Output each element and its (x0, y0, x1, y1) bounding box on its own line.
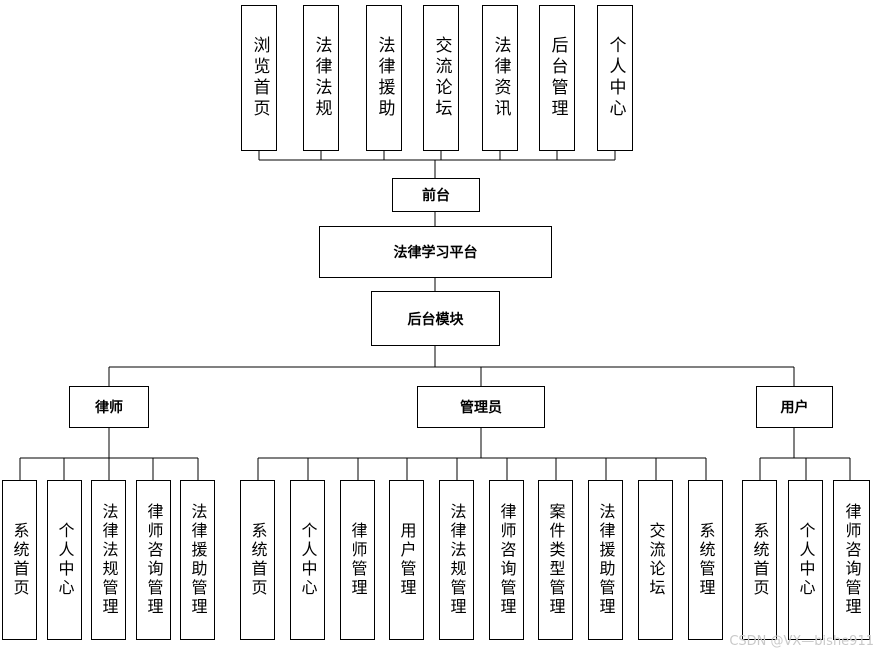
admin-module-label: 案件类型管理 (546, 503, 566, 617)
admin-module-lawyer-mgmt: 律师管理 (340, 480, 375, 640)
lawyer-module-aid-mgmt: 法律援助管理 (180, 480, 215, 640)
lawyer-module-label: 律师咨询管理 (144, 503, 164, 617)
front-module-laws: 法律法规 (303, 5, 339, 151)
user-module-consult-mgmt: 律师咨询管理 (833, 480, 870, 640)
role-lawyer: 律师 (69, 386, 149, 428)
front-module-personal-center: 个人中心 (597, 5, 633, 151)
user-module-label: 律师咨询管理 (842, 503, 862, 617)
front-module-label: 交流论坛 (431, 36, 452, 120)
admin-module-aid-mgmt: 法律援助管理 (588, 480, 623, 640)
lawyer-module-label: 法律援助管理 (188, 503, 208, 617)
role-admin: 管理员 (417, 386, 545, 428)
lawyer-module-label: 个人中心 (55, 522, 75, 598)
user-module-system-home: 系统首页 (742, 480, 777, 640)
admin-module-consult-mgmt: 律师咨询管理 (489, 480, 524, 640)
lawyer-module-consult-mgmt: 律师咨询管理 (136, 480, 171, 640)
admin-module-label: 律师咨询管理 (497, 503, 517, 617)
admin-module-label: 法律法规管理 (447, 503, 467, 617)
admin-module-label: 系统管理 (696, 522, 716, 598)
admin-module-label: 律师管理 (348, 522, 368, 598)
front-module-admin: 后台管理 (539, 5, 575, 151)
admin-module-label: 法律援助管理 (596, 503, 616, 617)
root-node: 法律学习平台 (319, 226, 552, 278)
admin-module-forum: 交流论坛 (638, 480, 673, 640)
frontend-node: 前台 (392, 178, 480, 212)
admin-module-user-mgmt: 用户管理 (389, 480, 424, 640)
admin-module-label: 系统首页 (248, 522, 268, 598)
front-module-label: 法律援助 (374, 36, 395, 120)
lawyer-module-label: 系统首页 (10, 522, 30, 598)
user-module-label: 个人中心 (796, 522, 816, 598)
front-module-browse-home: 浏览首页 (241, 5, 277, 151)
admin-module-label: 交流论坛 (646, 522, 666, 598)
front-module-label: 法律法规 (311, 36, 332, 120)
lawyer-module-label: 法律法规管理 (99, 503, 119, 617)
front-module-label: 后台管理 (547, 36, 568, 120)
admin-module-system-mgmt: 系统管理 (688, 480, 723, 640)
watermark-text: CSDN @VX—bishe911 (729, 634, 874, 649)
lawyer-module-personal-center: 个人中心 (47, 480, 82, 640)
lawyer-module-laws-mgmt: 法律法规管理 (91, 480, 126, 640)
front-module-legal-news: 法律资讯 (482, 5, 518, 151)
admin-module-personal-center: 个人中心 (290, 480, 325, 640)
admin-module-system-home: 系统首页 (240, 480, 275, 640)
front-module-label: 个人中心 (605, 36, 626, 120)
lawyer-module-system-home: 系统首页 (2, 480, 37, 640)
user-module-label: 系统首页 (750, 522, 770, 598)
front-module-label: 浏览首页 (249, 36, 270, 120)
admin-module-label: 用户管理 (397, 522, 417, 598)
front-module-legal-aid: 法律援助 (366, 5, 402, 151)
admin-module-laws-mgmt: 法律法规管理 (439, 480, 474, 640)
user-module-personal-center: 个人中心 (788, 480, 823, 640)
front-module-label: 法律资讯 (490, 36, 511, 120)
backend-node: 后台模块 (371, 291, 500, 346)
admin-module-label: 个人中心 (298, 522, 318, 598)
admin-module-case-type-mgmt: 案件类型管理 (538, 480, 573, 640)
front-module-forum: 交流论坛 (423, 5, 459, 151)
role-user: 用户 (756, 386, 833, 428)
